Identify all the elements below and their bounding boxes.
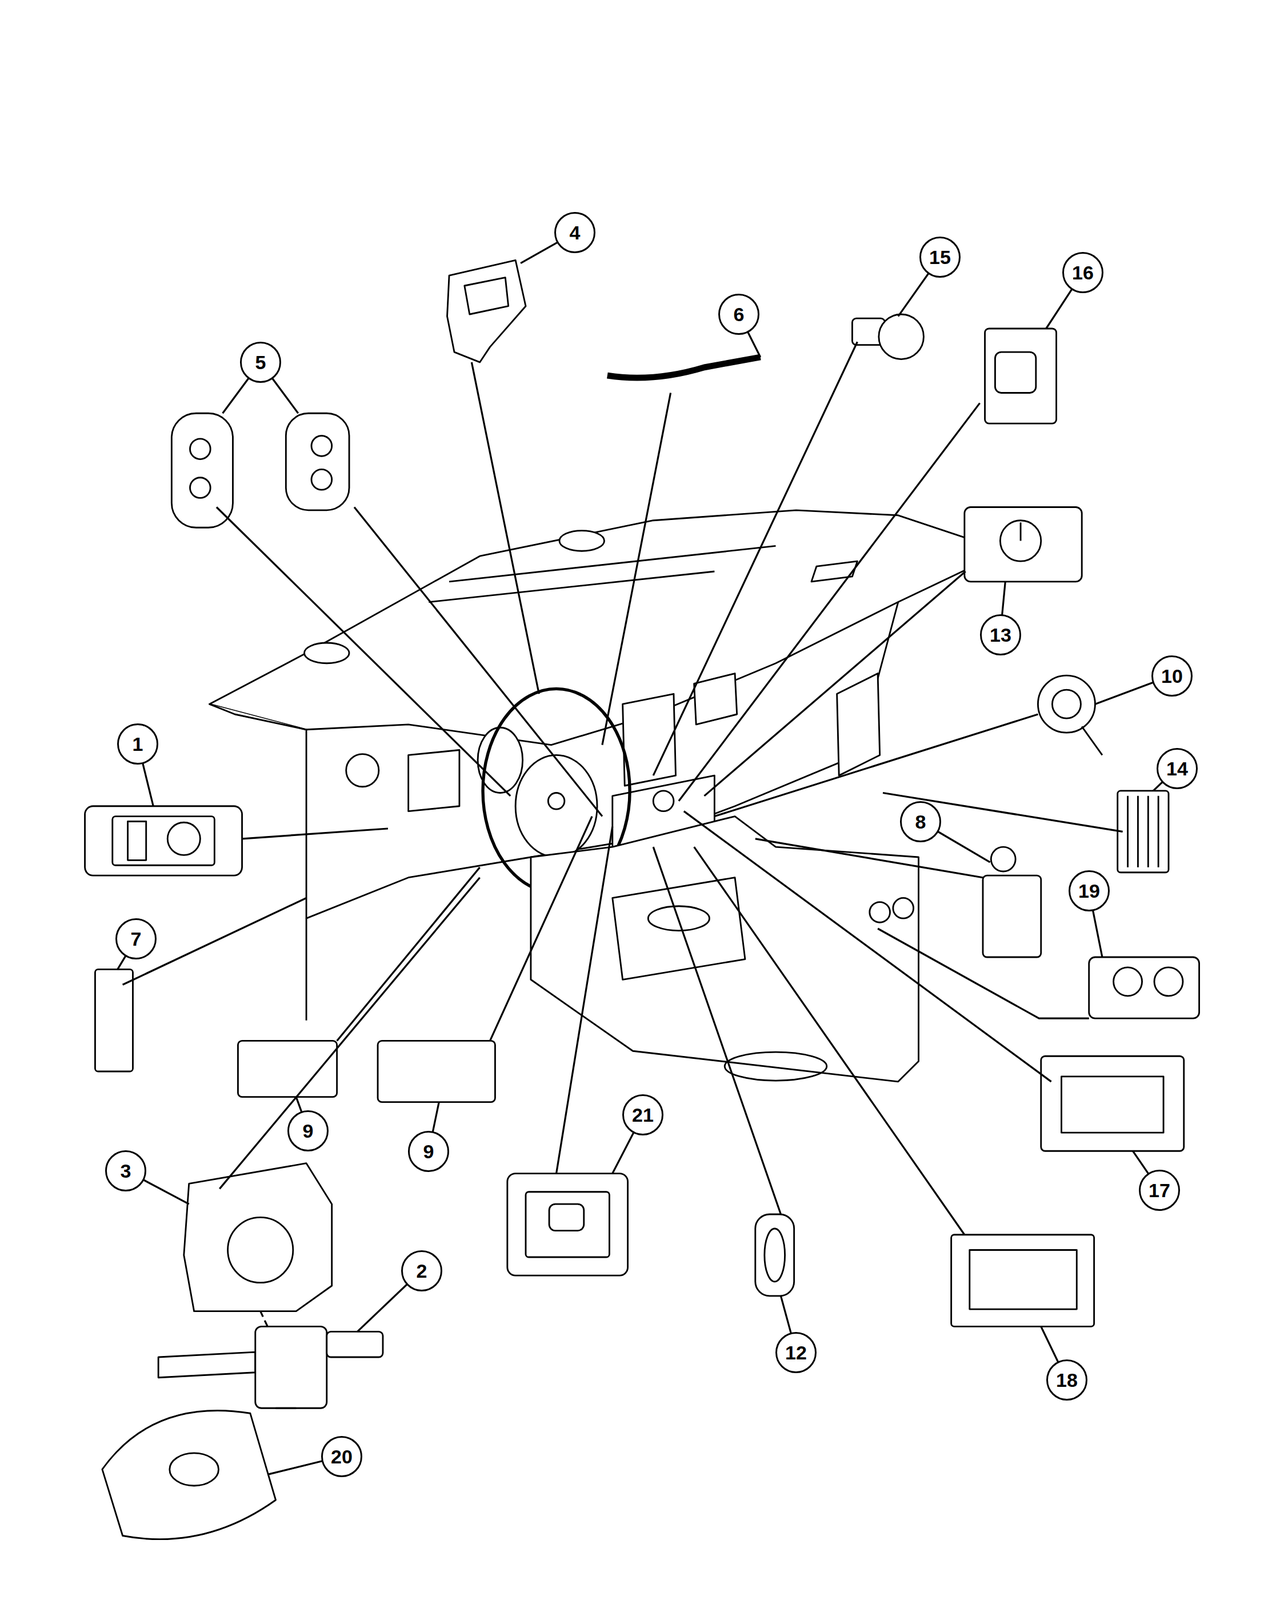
callout-text: 5: [255, 352, 267, 372]
callout-number: 16: [1062, 252, 1104, 294]
callout-number: 6: [718, 293, 760, 335]
callout-text: 16: [1072, 262, 1094, 283]
callout-text: 13: [989, 625, 1012, 645]
callout-text: 7: [130, 929, 142, 949]
callout-text: 14: [1166, 758, 1188, 779]
callout-number: 4: [554, 212, 596, 254]
callout-number: 9: [408, 1130, 450, 1172]
callout-text: 3: [120, 1161, 132, 1181]
callout-text: 6: [733, 304, 745, 324]
callout-text: 9: [423, 1141, 435, 1162]
callout-number: 14: [1156, 748, 1198, 790]
callout-text: 18: [1056, 1370, 1078, 1390]
callout-number: 13: [980, 614, 1022, 656]
callout-text: 15: [929, 247, 951, 267]
callout-text: 17: [1148, 1180, 1171, 1200]
callout-number: 20: [321, 1436, 363, 1478]
callout-number: 9: [287, 1110, 329, 1152]
callout-number: 12: [775, 1332, 817, 1374]
callout-text: 20: [330, 1446, 353, 1467]
callout-number: 8: [900, 801, 942, 843]
callout-number: 1: [117, 723, 159, 765]
callout-text: 21: [632, 1105, 654, 1125]
callout-text: 4: [569, 222, 581, 243]
callout-text: 19: [1078, 881, 1100, 901]
callout-number: 5: [240, 341, 282, 383]
callout-text: 12: [785, 1342, 807, 1363]
callout-number: 15: [919, 236, 961, 278]
callout-number: 19: [1068, 870, 1110, 912]
callout-text: 8: [915, 812, 927, 832]
callout-number: 3: [105, 1150, 147, 1192]
callout-text: 2: [416, 1261, 428, 1281]
callout-number: 17: [1138, 1169, 1180, 1211]
callout-text: 9: [302, 1121, 314, 1141]
callout-number: 18: [1046, 1359, 1088, 1401]
callout-text: 1: [132, 734, 144, 754]
callout-number: 2: [401, 1250, 443, 1292]
callout-number: 10: [1151, 655, 1193, 697]
callout-number: 21: [622, 1094, 664, 1136]
callout-number: 7: [115, 918, 157, 960]
callout-text: 10: [1161, 666, 1183, 686]
